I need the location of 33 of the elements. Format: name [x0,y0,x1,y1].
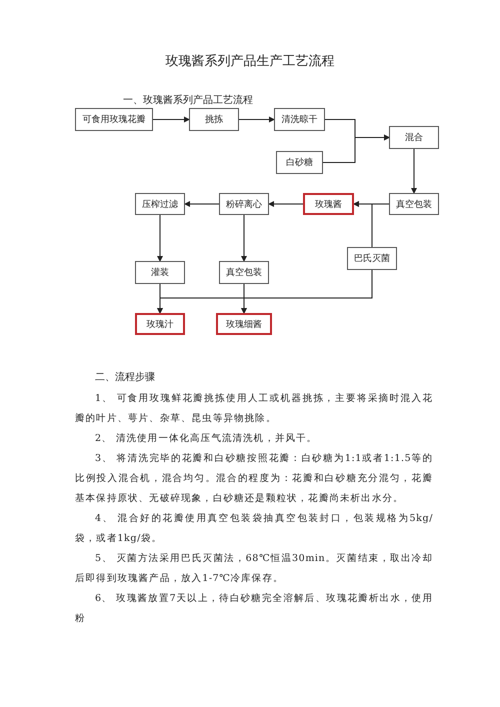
paragraph: 2、 清洗使用一体化高压气流清洗机，并风干。 [94,432,318,446]
arrow [241,270,372,314]
process-box: 真空包装 [219,261,269,284]
process-box: 真空包装 [389,193,439,215]
process-box: 可食用玫瑰花瓣 [75,108,153,131]
arrow [238,116,275,122]
arrow [353,201,372,248]
paragraph: 4、 混合好的花瓣使用真空包装袋抽真空包装封口，包装规格为5kg/袋，或者1kg/袋。 [75,512,433,546]
arrow [152,116,190,122]
arrow [241,214,247,262]
process-box: 灌装 [135,261,185,284]
process-box: 粉碎离心 [219,193,269,215]
section-heading: 一、玫瑰酱系列产品工艺流程 [123,94,253,107]
process-box: 挑拣 [189,108,239,131]
process-box: 清洗晾干 [274,108,325,131]
paragraph: 6、 玫瑰酱放置7天以上，待白砂糖完全溶解后、玫瑰花瓣析出水，使用粉 [75,592,433,626]
product-box: 玫瑰酱 [303,193,354,215]
section-heading: 二、流程步骤 [95,370,155,384]
process-box: 压榨过滤 [135,193,185,215]
arrow [157,214,163,262]
arrow [411,148,417,194]
product-box: 玫瑰汁 [135,313,185,335]
paragraph: 1、 可食用玫瑰鲜花瓣挑拣使用人工或机器挑拣，主要将采摘时混入花瓣的叶片、萼片、杂草、昆虫等异物挑除。 [75,392,433,426]
process-box: 巴氏灭菌 [347,247,397,270]
process-box: 混合 [389,126,439,149]
page-title: 玫瑰酱系列产品生产工艺流程 [164,53,336,70]
product-box: 玫瑰细酱 [216,313,272,335]
process-box: 白砂糖 [276,151,323,174]
paragraph: 5、 灭菌方法采用巴氏灭菌法，68℃恒温30min。灭菌结束，取出冷却后即得到玫瑰酱产品，放入1-7℃冷库保存。 [75,552,433,586]
arrow [184,201,220,207]
paragraph: 3、 将清洗完毕的花瓣和白砂糖按照花瓣：白砂糖为1:1或者1:1.5等的比例投入混合机，混合均匀。混合的程度为：花瓣和白砂糖充分混匀，花瓣基本保持原状、无破碎现象，白砂糖还是颗粒状，花瓣尚未析出水分。 [75,452,433,506]
arrow [268,201,304,207]
arrow [322,134,390,163]
